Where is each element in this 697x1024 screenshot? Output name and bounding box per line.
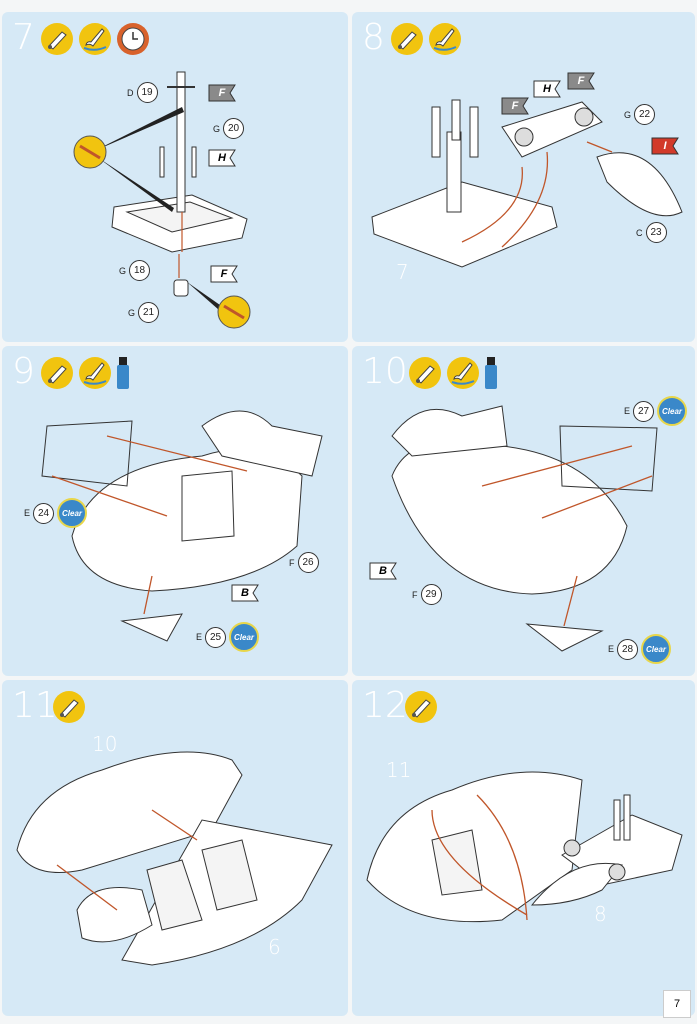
step-number: 12 xyxy=(362,685,408,726)
step-icons xyxy=(408,356,498,390)
decal-flag: I xyxy=(650,137,680,155)
paint-brush-icon xyxy=(79,357,111,389)
step-12-drawing xyxy=(366,771,683,923)
decal-flag: H xyxy=(532,80,562,98)
step-number: 7 xyxy=(12,17,35,58)
clear-badge: Clear xyxy=(229,622,260,652)
decal-flag: B xyxy=(230,584,260,602)
reference-number: 8 xyxy=(594,902,607,926)
step-number: 10 xyxy=(362,351,408,392)
decal-flag: F xyxy=(566,72,596,90)
page-number: 7 xyxy=(663,990,691,1018)
step-10-drawing xyxy=(391,405,658,652)
clock-icon xyxy=(117,23,149,55)
paint-brush-icon xyxy=(447,357,479,389)
step-number: 11 xyxy=(12,685,58,726)
step-7-drawing xyxy=(73,71,251,329)
step-11-panel: 11 10 6 xyxy=(2,680,348,1016)
reference-number: 7 xyxy=(396,260,409,284)
paint-brush-icon xyxy=(429,23,461,55)
step-icons xyxy=(404,690,438,724)
reference-number: 10 xyxy=(92,732,118,756)
decal-flag: F xyxy=(500,97,530,115)
glue-icon xyxy=(409,357,441,389)
step-icons xyxy=(40,356,130,390)
step-icons xyxy=(40,22,150,56)
step-number: 8 xyxy=(362,17,385,58)
glue-icon xyxy=(391,23,423,55)
clear-badge: Clear xyxy=(57,498,88,528)
clear-badge: Clear xyxy=(641,634,672,664)
step-8-drawing xyxy=(371,99,683,268)
step-number: 9 xyxy=(12,351,35,392)
step-11-drawing xyxy=(16,751,333,966)
reference-number: 11 xyxy=(386,758,412,782)
clear-bottle-icon xyxy=(485,357,497,389)
decal-flag: B xyxy=(368,562,398,580)
decal-flag: H xyxy=(207,149,237,167)
step-12-panel: 12 11 8 xyxy=(352,680,695,1016)
step-icons xyxy=(390,22,462,56)
paint-brush-icon xyxy=(79,23,111,55)
reference-number: 6 xyxy=(268,935,281,959)
glue-icon xyxy=(405,691,437,723)
step-icons xyxy=(52,690,86,724)
glue-icon xyxy=(41,357,73,389)
clear-badge: Clear xyxy=(657,396,688,426)
clear-bottle-icon xyxy=(117,357,129,389)
decal-flag: F xyxy=(207,84,237,102)
step-9-drawing xyxy=(41,410,323,642)
decal-flag: F xyxy=(209,265,239,283)
glue-icon xyxy=(41,23,73,55)
glue-icon xyxy=(53,691,85,723)
